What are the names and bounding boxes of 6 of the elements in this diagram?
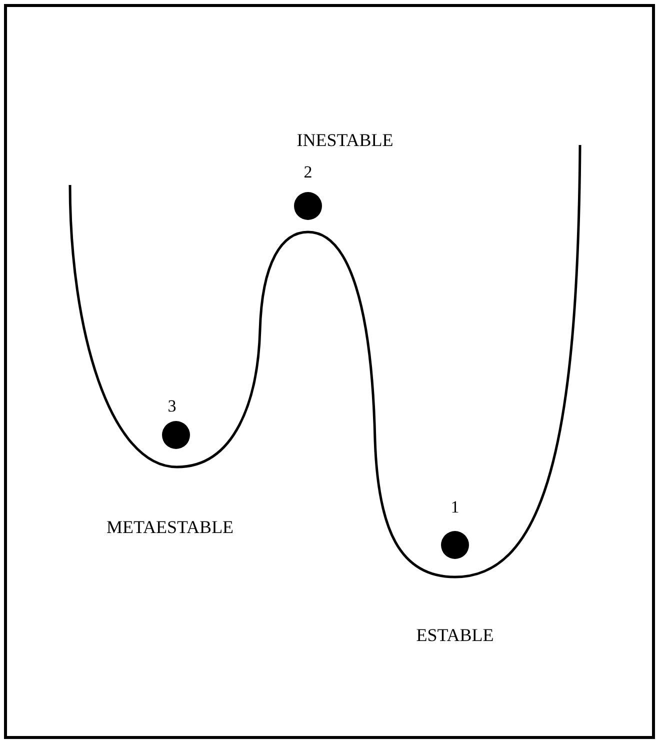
state-label: METAESTABLE xyxy=(106,518,234,536)
state-number: 3 xyxy=(168,398,176,414)
state-number: 2 xyxy=(304,164,312,180)
state-number: 1 xyxy=(450,498,460,516)
state-label: INESTABLE xyxy=(296,131,394,149)
state-label: ESTABLE xyxy=(416,626,494,644)
